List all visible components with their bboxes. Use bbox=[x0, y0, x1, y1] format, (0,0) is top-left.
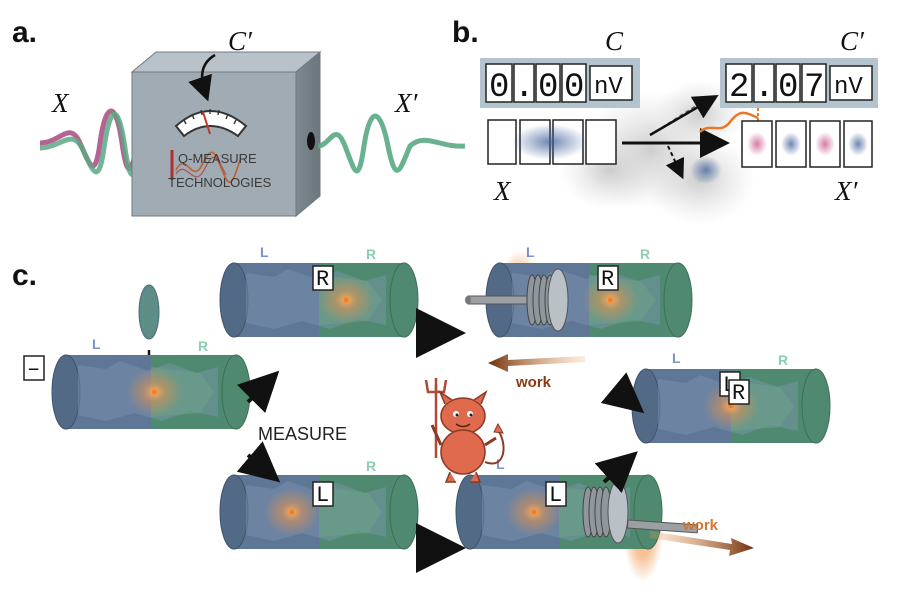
svg-text:R: R bbox=[366, 458, 376, 474]
svg-text:L: L bbox=[672, 350, 681, 366]
q-measure-logo: Q-MEASURE TECHNOLOGIES bbox=[168, 150, 272, 190]
svg-text:R: R bbox=[640, 246, 650, 262]
output-wavepacket bbox=[317, 113, 466, 174]
left-display: 0 . 0 0 nV bbox=[480, 58, 640, 108]
right-detector-symbol: C′ bbox=[840, 26, 865, 56]
state-box-final: L R bbox=[719, 371, 750, 406]
svg-text:R: R bbox=[778, 352, 788, 368]
svg-text:7: 7 bbox=[804, 69, 824, 107]
analog-meter bbox=[174, 109, 248, 138]
svg-text:nV: nV bbox=[594, 74, 623, 101]
svg-text:L: L bbox=[316, 483, 329, 508]
panel-c-label: c. bbox=[12, 259, 37, 292]
svg-text:L: L bbox=[496, 456, 505, 472]
svg-text:R: R bbox=[366, 246, 376, 262]
output-state-frames bbox=[741, 120, 873, 168]
work-arrow-top: work bbox=[488, 354, 585, 391]
incoming-particle bbox=[138, 284, 160, 340]
state-box-bottom-L: L bbox=[312, 481, 334, 508]
splitting-arrows bbox=[622, 94, 730, 184]
meter-symbol: C′ bbox=[228, 26, 253, 56]
svg-text:TECHNOLOGIES: TECHNOLOGIES bbox=[168, 175, 272, 190]
svg-text:.: . bbox=[514, 69, 534, 107]
svg-text:0: 0 bbox=[489, 69, 509, 107]
svg-text:work: work bbox=[515, 374, 552, 391]
svg-text:R: R bbox=[316, 267, 329, 292]
initial-state-label: – bbox=[27, 357, 40, 382]
panel-b-label: b. bbox=[452, 16, 479, 49]
svg-text:2: 2 bbox=[729, 69, 749, 107]
svg-text:work: work bbox=[682, 517, 719, 534]
left-detector-symbol: C bbox=[605, 26, 624, 56]
svg-text:R: R bbox=[601, 267, 614, 292]
state-box-top-R: R bbox=[312, 265, 334, 292]
work-arrow-bottom: work bbox=[650, 517, 754, 556]
initial-state-box bbox=[23, 355, 45, 381]
state-box-mid-R: R bbox=[597, 265, 619, 292]
output-symbol-b: X′ bbox=[834, 176, 858, 206]
input-symbol-b: X bbox=[493, 176, 512, 206]
svg-text:R: R bbox=[198, 338, 208, 354]
measure-label: MEASURE bbox=[258, 424, 347, 444]
input-symbol-a: X bbox=[51, 88, 70, 118]
svg-text:0: 0 bbox=[778, 69, 798, 107]
svg-text:L: L bbox=[549, 483, 562, 508]
state-box-mid-L: L bbox=[545, 481, 567, 508]
output-symbol-a: X′ bbox=[394, 88, 418, 118]
panel-a-label: a. bbox=[12, 16, 37, 49]
svg-text:0: 0 bbox=[538, 69, 558, 107]
svg-text:nV: nV bbox=[834, 74, 863, 101]
maxwell-demon bbox=[424, 378, 505, 483]
svg-text:L: L bbox=[260, 244, 269, 260]
flow-arrows bbox=[236, 308, 645, 573]
svg-text:L: L bbox=[526, 244, 535, 260]
probe-wire bbox=[699, 111, 759, 133]
input-state-frames bbox=[487, 119, 617, 165]
meter-pointer-arrow bbox=[188, 53, 216, 102]
measurement-box bbox=[130, 50, 322, 218]
svg-text:.: . bbox=[754, 69, 774, 107]
input-wavepacket bbox=[39, 108, 145, 177]
right-display: 2 . 0 7 nV bbox=[720, 58, 878, 108]
svg-text:Q-MEASURE: Q-MEASURE bbox=[178, 151, 257, 166]
svg-text:R: R bbox=[732, 381, 745, 406]
svg-text:L: L bbox=[92, 336, 101, 352]
svg-text:0: 0 bbox=[564, 69, 584, 107]
